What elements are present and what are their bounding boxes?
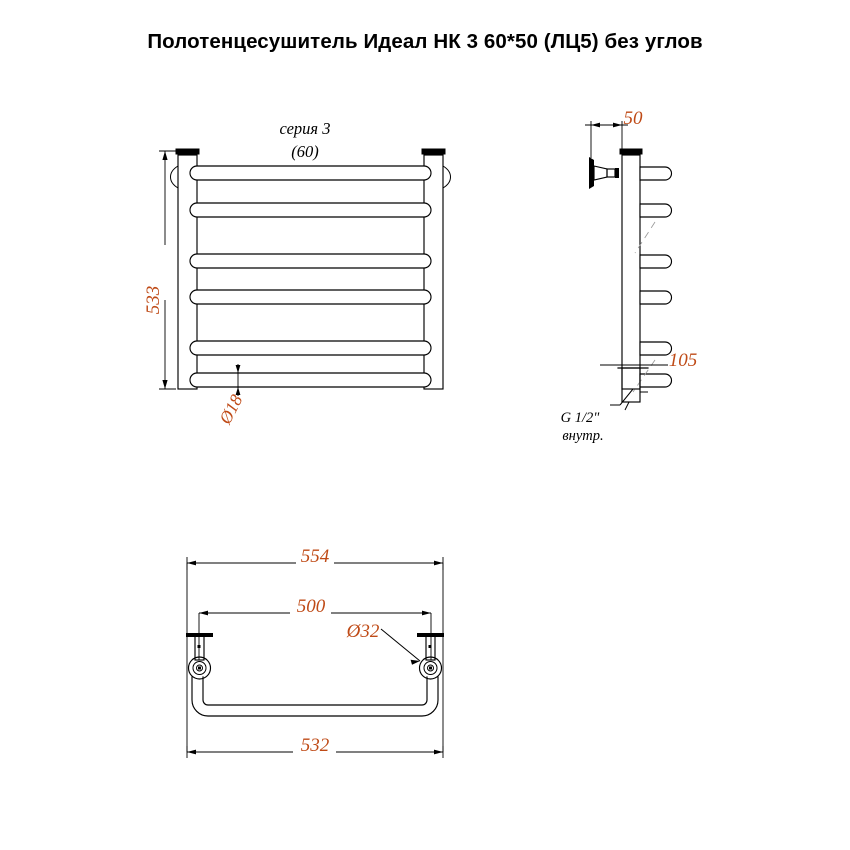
thread-note-line1: G 1/2" — [561, 410, 601, 426]
top-left-mount — [186, 633, 213, 661]
bend-diameter-leader — [380, 628, 421, 665]
side-view — [585, 121, 673, 411]
front-rung-6 — [189, 372, 432, 388]
front-width-label: (60) — [291, 142, 319, 161]
side-bottom-fitting — [617, 367, 649, 411]
top-bend-diameter: Ø32 — [346, 621, 380, 642]
side-rung-2 — [639, 203, 673, 218]
dimension-depth-50 — [585, 121, 628, 158]
dimension-outer-554 — [186, 557, 444, 570]
side-depth-dimension: 50 — [624, 108, 644, 129]
top-left-flange — [187, 656, 212, 680]
front-series-label: серия 3 — [280, 119, 331, 138]
thread-note-leader — [610, 388, 634, 406]
side-wall-bracket — [589, 157, 619, 189]
front-rung-1 — [189, 165, 432, 181]
side-offset-dimension: 105 — [669, 350, 698, 371]
dimension-diameter-18 — [235, 364, 241, 396]
side-rung-5 — [639, 341, 673, 356]
side-rung-4 — [639, 290, 673, 305]
dimension-height-533 — [159, 150, 176, 390]
side-rung-3 — [639, 254, 673, 269]
front-rung-4 — [189, 289, 432, 305]
top-right-flange — [418, 656, 443, 680]
thread-note-line2: внутр. — [562, 428, 603, 444]
top-inner-width: 532 — [301, 735, 330, 756]
top-mount-spacing: 500 — [297, 596, 326, 617]
front-rung-3 — [189, 253, 432, 269]
front-rung-5 — [189, 340, 432, 356]
top-outer-width: 554 — [301, 546, 330, 567]
top-view — [186, 557, 444, 758]
dimension-spacing-500 — [198, 610, 432, 660]
dimension-inner-532 — [186, 746, 444, 758]
front-rung-2 — [189, 202, 432, 218]
front-tube-diameter: Ø18 — [214, 391, 246, 428]
front-height-dimension: 533 — [143, 286, 164, 315]
front-view — [159, 148, 451, 396]
top-u-tube — [191, 676, 439, 717]
side-rung-6 — [639, 373, 673, 388]
page-title: Полотенцесушитель Идеал НК 3 60*50 (ЛЦ5)… — [147, 30, 703, 53]
front-left-post — [170, 148, 200, 390]
side-rung-1 — [639, 166, 673, 181]
front-right-post — [421, 148, 451, 390]
top-right-mount — [417, 633, 444, 661]
